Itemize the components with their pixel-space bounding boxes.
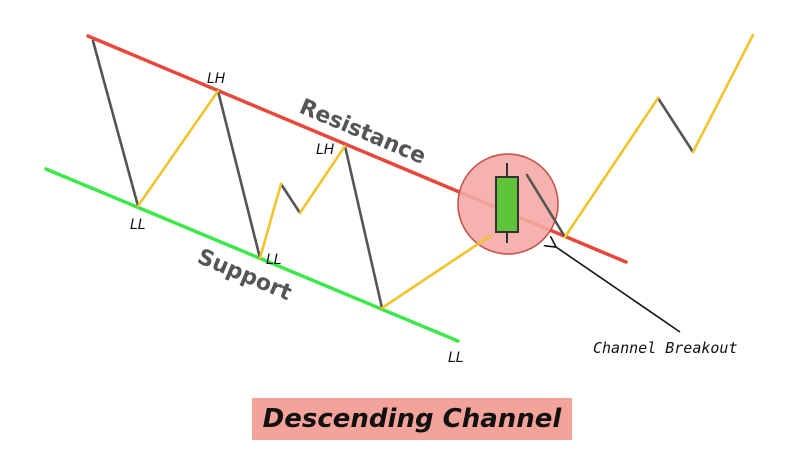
candle-body: [495, 176, 519, 233]
down-leg-1: [91, 39, 140, 208]
point-label-lh-2: LH: [316, 142, 335, 158]
down-leg-5: [525, 173, 567, 239]
title-banner: Descending Channel: [252, 398, 572, 440]
up-leg-2: [258, 182, 283, 260]
up-leg-3: [298, 144, 347, 215]
price-path-down-legs: [91, 39, 695, 310]
breakout-candlestick: [495, 163, 519, 243]
point-label-ll-3: LL: [448, 350, 464, 366]
diagram-title: Descending Channel: [262, 404, 562, 434]
down-leg-6: [656, 96, 695, 154]
point-label-lh-1: LH: [207, 71, 226, 87]
breakout-arrow: [556, 247, 681, 333]
breakout-annotation: Channel Breakout: [593, 339, 738, 357]
down-leg-2: [216, 89, 262, 260]
up-leg-5: [563, 96, 660, 239]
down-leg-3: [279, 182, 302, 215]
point-label-ll-2: LL: [266, 252, 282, 268]
price-path-up-legs: [136, 33, 755, 310]
point-label-ll-1: LL: [130, 217, 146, 233]
support-line: [44, 167, 460, 343]
up-leg-6: [691, 33, 755, 154]
up-leg-1: [136, 89, 220, 208]
up-leg-4: [380, 234, 492, 310]
down-leg-4: [343, 144, 384, 310]
